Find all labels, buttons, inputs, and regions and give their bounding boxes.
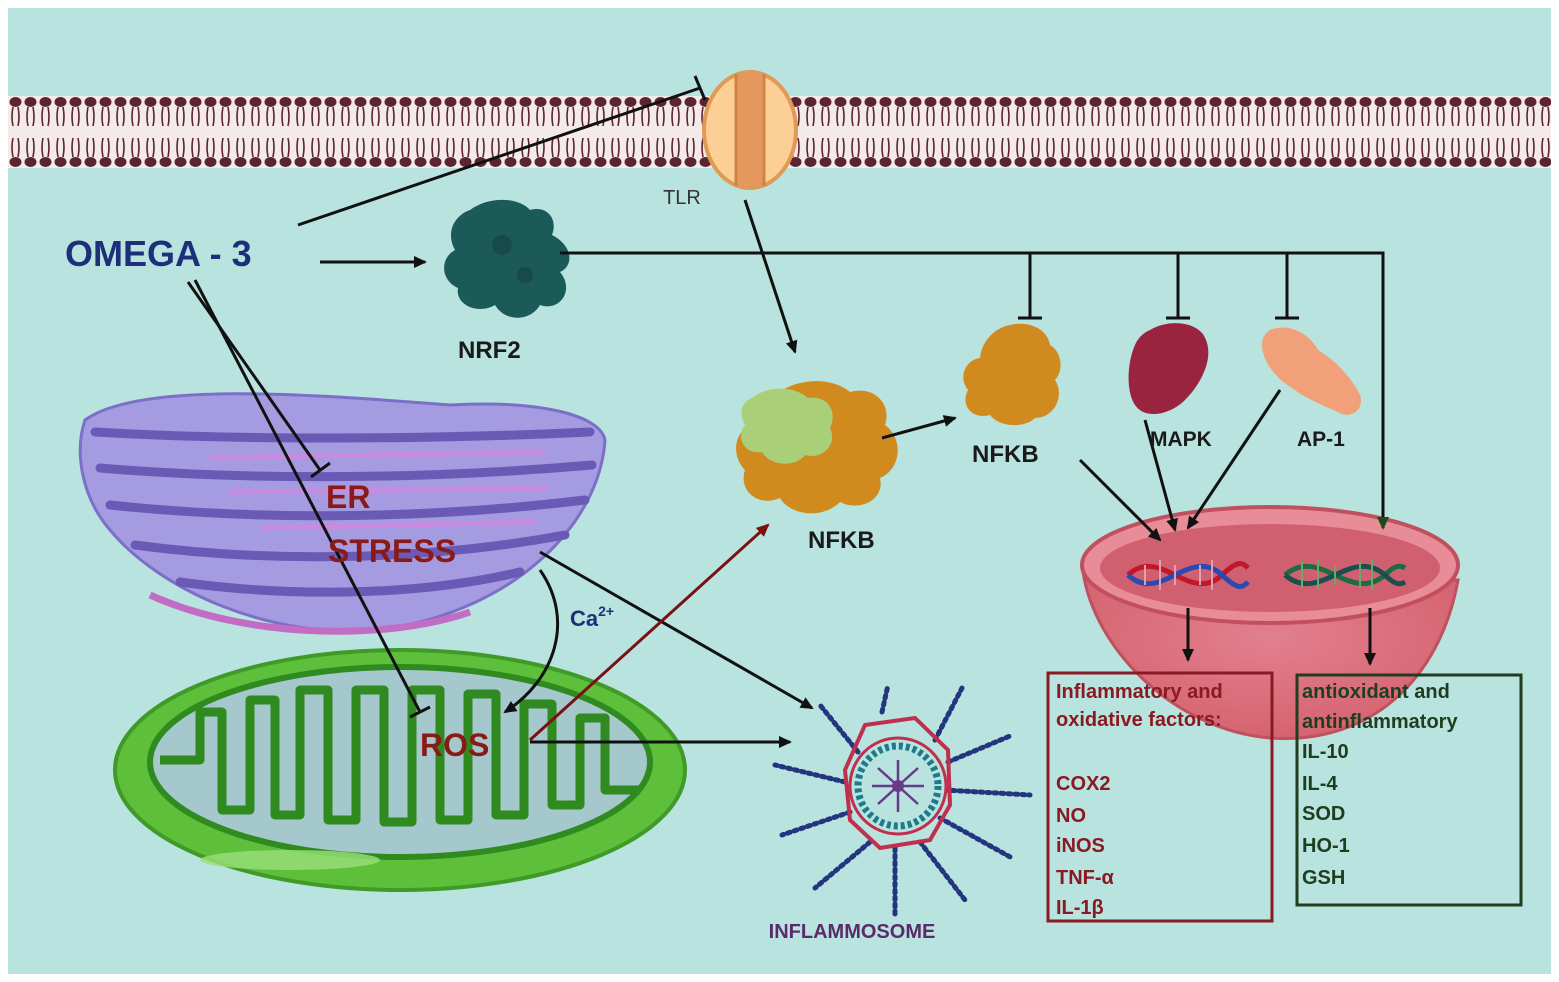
omega3-label: OMEGA - 3 [65,233,252,274]
mapk-label: MAPK [1150,428,1212,451]
omega-inhibits-er [186,281,322,471]
tlr-activates-nfkb [743,199,798,354]
er-stress-label-line2: STRESS [328,533,456,569]
omega-inhibits-tlr [297,86,701,227]
calcium-label: Ca2+ [570,603,614,631]
endoplasmic-reticulum-shape [78,392,607,635]
inflammatory-item: iNOS [1056,835,1105,857]
nrf2-signal-line [560,251,1389,530]
pathway-connectors [186,75,1389,748]
inflammosome-label: INFLAMMOSOME [769,921,936,943]
inflammatory-item: IL-1β [1056,897,1104,919]
ros-label: ROS [420,727,489,763]
mapk-protein [1128,323,1209,415]
tlr-receptor [702,70,798,190]
nucleus-shape [1080,505,1460,741]
antioxidant-item: HO-1 [1302,835,1350,857]
inflammosome-structure [772,682,1033,918]
inflammatory-box-title-1: Inflammatory and [1056,681,1223,703]
antioxidant-item: IL-10 [1302,741,1349,763]
ap1-label: AP-1 [1297,428,1345,451]
mitochondrion-shape [113,648,687,892]
antioxidant-item: IL-4 [1302,773,1338,795]
nrf2-protein [444,199,570,318]
inflammatory-item: TNF-α [1056,867,1115,889]
er-calcium-to-ros [503,569,560,714]
antioxidant-box-title-1: antioxidant and [1302,681,1450,703]
inflammatory-factors-box: Inflammatory and oxidative factors: COX2… [1046,671,1274,923]
inflammatory-box-title-2: oxidative factors: [1056,709,1222,731]
nfkb-protein [963,323,1061,426]
antioxidant-item: GSH [1302,867,1345,889]
ap1-protein [1262,327,1361,415]
omega-inhibits-ros [193,279,422,713]
antioxidant-factors-box: antioxidant and antinflammatory IL-10 IL… [1295,673,1523,907]
nfkb-complex-label: NFKB [808,527,875,554]
nfkb-complex-to-nfkb [881,415,957,440]
nfkb-complex-protein [736,381,898,514]
antioxidant-item: SOD [1302,803,1345,825]
nrf2-label: NRF2 [458,337,521,364]
dna-helix-antioxidant [1283,560,1407,590]
dna-helix-inflammatory [1126,560,1250,590]
antioxidant-box-title-2: antinflammatory [1302,711,1458,733]
tlr-label: TLR [663,187,701,209]
nfkb-label: NFKB [972,441,1039,468]
inflammatory-item: COX2 [1056,773,1110,795]
ros-activates-nfkb [528,523,770,742]
er-to-inflammosome [539,550,814,710]
er-stress-label-line1: ER [326,479,370,515]
inflammatory-item: NO [1056,805,1086,827]
